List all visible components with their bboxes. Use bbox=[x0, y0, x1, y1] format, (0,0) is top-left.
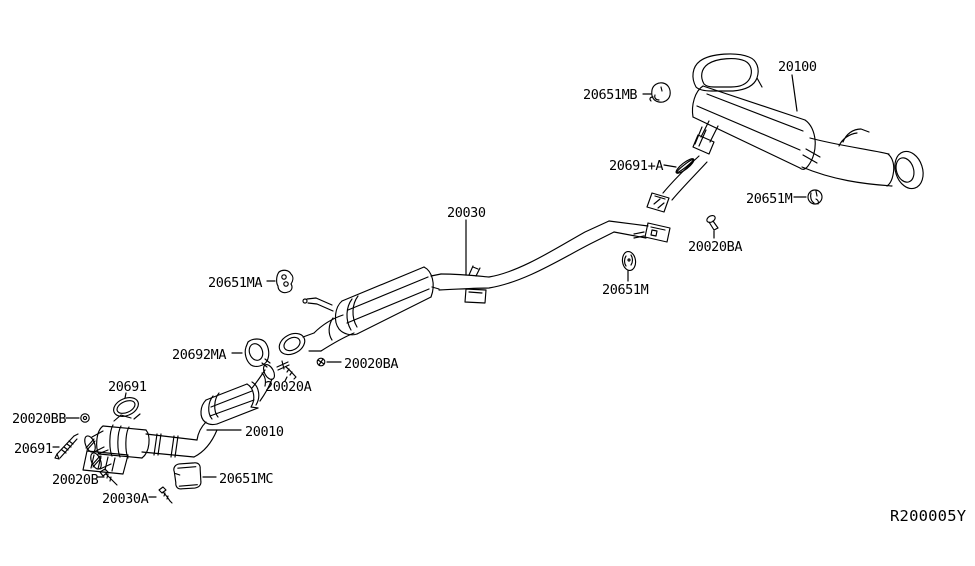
bolt-glyph-20020ba-right bbox=[706, 214, 719, 231]
bolt-glyph-20020ba-mid bbox=[316, 357, 326, 367]
part-label-20100[interactable]: 20100 bbox=[778, 59, 817, 75]
part-label-20020bb[interactable]: 20020BB bbox=[12, 411, 67, 427]
part-label-20030[interactable]: 20030 bbox=[447, 205, 486, 221]
clamp-ring-glyph bbox=[244, 338, 271, 368]
part-label-20651ma[interactable]: 20651MA bbox=[208, 275, 263, 291]
leader-lines bbox=[52, 74, 807, 498]
part-label-20020ba-mid[interactable]: 20020BA bbox=[344, 356, 399, 372]
gasket-glyph bbox=[675, 158, 695, 174]
grommet-glyph bbox=[621, 250, 637, 272]
part-label-20651m-mid[interactable]: 20651M bbox=[602, 282, 649, 298]
part-label-20020b[interactable]: 20020B bbox=[52, 472, 99, 488]
screw-glyph-20020a bbox=[276, 360, 297, 380]
insulator-glyph bbox=[276, 269, 294, 294]
part-labels: 20651MB 20100 20691+A 20651M 20020BA 200… bbox=[12, 59, 817, 507]
front-exhaust-tube-drawing bbox=[82, 364, 276, 475]
mount-nut-glyph bbox=[649, 82, 671, 103]
part-label-20010[interactable]: 20010 bbox=[245, 424, 284, 440]
bolt-glyph-20030a bbox=[158, 486, 173, 504]
part-label-20691-top[interactable]: 20691 bbox=[108, 379, 147, 395]
bracket-plate-glyph bbox=[173, 462, 202, 490]
spring-bolt-glyph bbox=[54, 433, 79, 460]
part-label-20030a[interactable]: 20030A bbox=[102, 491, 149, 507]
part-label-20651mc[interactable]: 20651MC bbox=[219, 471, 274, 487]
bolt-glyph-20020b bbox=[99, 468, 118, 486]
part-label-20691-left[interactable]: 20691 bbox=[14, 441, 53, 457]
part-label-20651m-right[interactable]: 20651M bbox=[746, 191, 793, 207]
part-label-20692ma[interactable]: 20692MA bbox=[172, 347, 227, 363]
center-exhaust-pipe-drawing bbox=[430, 220, 671, 304]
tailpipe-clamp-glyph bbox=[807, 189, 823, 205]
nut-glyph-20020bb bbox=[80, 413, 90, 423]
gasket-ring-glyph bbox=[113, 397, 139, 417]
part-label-20020a[interactable]: 20020A bbox=[265, 379, 312, 395]
rear-muffler-drawing bbox=[646, 53, 924, 213]
diagram-ref-code: R200005Y bbox=[890, 507, 967, 525]
part-label-20651mb[interactable]: 20651MB bbox=[583, 87, 638, 103]
center-muffler-drawing bbox=[278, 266, 434, 356]
part-label-20691-plus-a[interactable]: 20691+A bbox=[609, 158, 664, 174]
part-label-20020ba-right[interactable]: 20020BA bbox=[688, 239, 743, 255]
